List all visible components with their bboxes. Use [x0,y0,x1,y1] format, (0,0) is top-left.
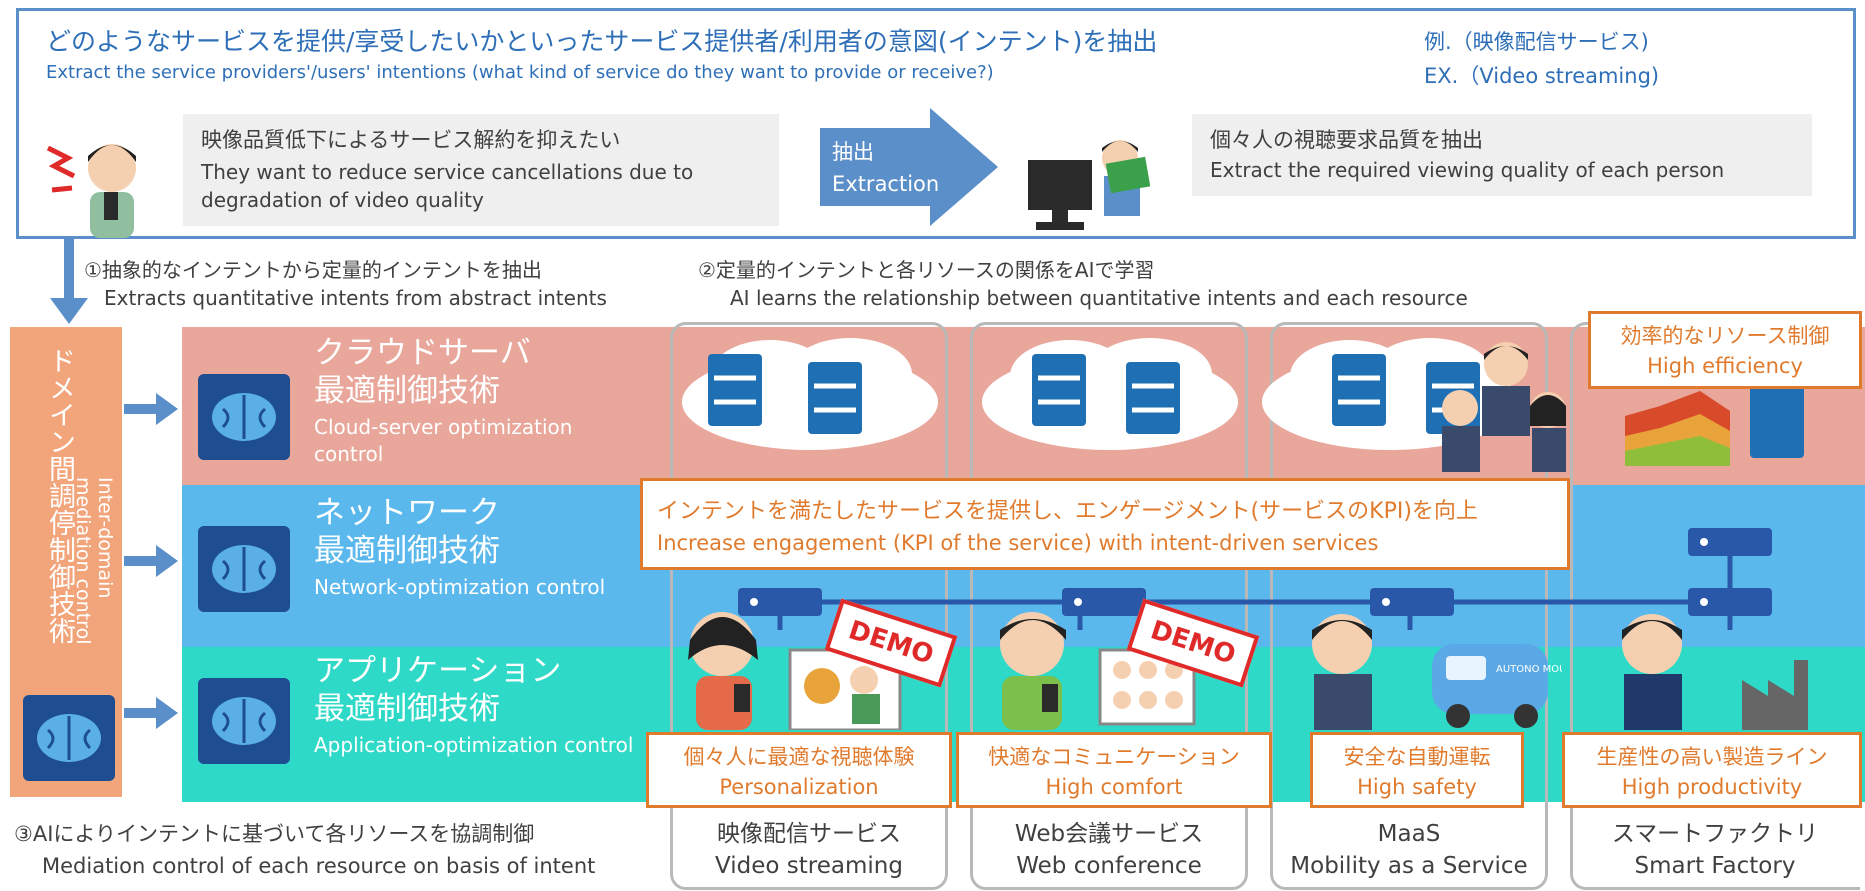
mediation-label-en: Inter-domain mediation control [72,477,116,645]
maas-user-and-bus-illustration: AUTONO MOUS [1312,614,1562,730]
service-maas-en: Mobility as a Service [1290,853,1528,879]
step2-ja: ②定量的インテントと各リソースの関係をAIで学習 [698,258,1155,282]
bus-sign-text: AUTONO MOUS [1496,664,1562,675]
efficiency-ja: 効率的なリソース制御 [1620,324,1830,348]
web-conference-user-illustration [1000,612,1196,730]
service-label-factory: スマートファクトリ Smart Factory [1570,818,1860,882]
down-arrow-icon [50,298,88,324]
intent-title-ja: どのようなサービスを提供/享受したいかといったサービス提供者/利用者の意図(イン… [46,27,1158,56]
extraction-label-ja: 抽出 [832,140,874,164]
upset-user-illustration [46,144,136,238]
cloud-servers-graphic [682,338,1804,466]
service-label-webconf: Web会議サービス Web conference [970,818,1248,882]
engagement-en: Increase engagement (KPI of the service)… [657,531,1379,555]
service-factory-en: Smart Factory [1634,853,1796,879]
benefit-maas-ja: 安全な自動運転 [1343,745,1491,769]
benefit-maas-en: High safety [1357,775,1477,799]
arrow-to-cloud-icon [156,393,178,425]
step2-en: AI learns the relationship between quant… [730,286,1468,310]
intent-card-left-en: They want to reduce service cancellation… [201,160,694,212]
network-layer-title-en: Network-optimization control [314,575,606,599]
service-webconf-en: Web conference [1016,853,1202,879]
service-column-webconf [970,322,1248,890]
step1-ja: ①抽象的なインテントから定量的インテントを抽出 [84,258,542,282]
analyst-at-computer-illustration [1028,140,1151,230]
network-layer-text: ネットワーク 最適制御技術 Network-optimization contr… [314,494,614,601]
benefit-webconf-ja: 快適なコミュニケーション [988,745,1240,769]
intent-card-right-ja: 個々人の視聴要求品質を抽出 [1210,128,1483,152]
service-webconf-ja: Web会議サービス [1014,821,1204,847]
cloud-layer-text: クラウドサーバ 最適制御技術 Cloud-server optimization… [314,334,644,468]
step3-ja: ③AIによりインテントに基づいて各リソースを協調制御 [14,822,535,846]
service-label-video: 映像配信サービス Video streaming [670,818,948,882]
app-ai-brain-icon [198,678,290,764]
intent-card-right-en: Extract the required viewing quality of … [1210,158,1725,182]
app-layer-title-en: Application-optimization control [314,733,634,757]
service-column-maas [1270,322,1548,890]
inter-domain-mediation-panel: ドメイン間調停制御技術 Inter-domain mediation contr… [10,327,122,797]
engagement-ja: インテントを満たしたサービスを提供し、エンゲージメント(サービスのKPI)を向上 [657,499,1478,524]
intent-card-right: 個々人の視聴要求品質を抽出 Extract the required viewi… [1192,114,1812,196]
arrow-to-network-icon [156,545,178,577]
app-layer-text: アプリケーション 最適制御技術 Application-optimization… [314,652,634,759]
celebrating-team-illustration [1442,342,1566,472]
down-arrow-shaft [64,239,74,299]
service-maas-ja: MaaS [1377,821,1441,847]
cloud-layer-title-en: Cloud-server optimization control [314,415,573,466]
benefit-box-maas: 安全な自動運転 High safety [1310,732,1524,808]
mediation-ai-brain-icon [23,695,115,781]
benefit-webconf-en: High comfort [1045,775,1183,799]
service-column-video [670,322,948,890]
example-label-en: EX.（Video streaming) [1424,64,1660,88]
service-video-ja: 映像配信サービス [717,821,901,847]
service-factory-ja: スマートファクトリ [1611,821,1819,847]
benefit-box-webconf: 快適なコミュニケーション High comfort [956,732,1272,808]
mediation-label-ja: ドメイン間調停制御技術 [44,347,75,644]
step3-en: Mediation control of each resource on ba… [42,854,596,878]
benefit-factory-en: High productivity [1621,775,1803,799]
benefit-box-factory: 生産性の高い製造ライン High productivity [1562,732,1862,808]
benefit-box-video: 個々人に最適な視聴体験 Personalization [646,732,952,808]
step1-en: Extracts quantitative intents from abstr… [104,286,607,310]
arrow-to-app-shaft [124,708,156,718]
video-viewer-illustration [688,612,902,730]
intent-card-left: 映像品質低下によるサービス解約を抑えたい They want to reduce… [183,114,779,226]
app-layer-title-ja2: 最適制御技術 [314,691,500,727]
network-layer-title-ja2: 最適制御技術 [314,533,500,569]
network-ai-brain-icon [198,526,290,612]
intent-title-en: Extract the service providers'/users' in… [46,62,994,83]
factory-worker-illustration [1622,614,1808,730]
service-video-en: Video streaming [715,853,903,879]
app-layer-title-ja1: アプリケーション [314,653,562,689]
intent-card-left-ja: 映像品質低下によるサービス解約を抑えたい [201,128,621,152]
arrow-to-network-shaft [124,556,156,566]
cloud-layer-title-ja2: 最適制御技術 [314,373,500,409]
cloud-layer-title-ja1: クラウドサーバ [314,335,531,371]
engagement-callout: インテントを満たしたサービスを提供し、エンゲージメント(サービスのKPI)を向上… [640,478,1570,570]
extraction-label-en: Extraction [832,172,940,196]
benefit-video-ja: 個々人に最適な視聴体験 [683,745,915,769]
benefit-factory-ja: 生産性の高い製造ライン [1596,745,1828,769]
service-label-maas: MaaS Mobility as a Service [1270,818,1548,882]
cloud-ai-brain-icon [198,374,290,460]
arrow-to-cloud-shaft [124,404,156,414]
network-switches-graphic [738,528,1772,630]
efficiency-en: High efficiency [1647,354,1803,378]
example-label-ja: 例.（映像配信サービス) [1424,30,1649,54]
arrow-to-app-icon [156,697,178,729]
network-layer-title-ja1: ネットワーク [314,495,500,531]
benefit-video-en: Personalization [719,775,879,799]
extraction-arrow-icon [820,108,998,226]
efficiency-callout: 効率的なリソース制御 High efficiency [1588,311,1862,389]
